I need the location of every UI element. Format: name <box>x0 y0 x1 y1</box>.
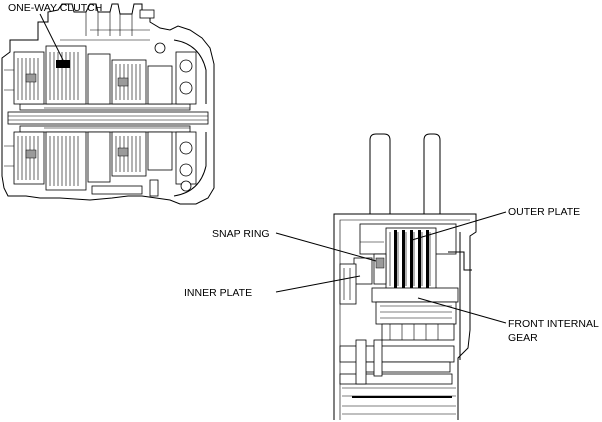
lower-clutch-packs <box>13 131 173 191</box>
front-internal-gear-label-line2: GEAR <box>508 332 538 344</box>
outer-plate-label: OUTER PLATE <box>508 206 580 218</box>
one-way-clutch-label: ONE-WAY CLUTCH <box>8 2 102 14</box>
inner-plate-leader <box>275 275 361 293</box>
front-internal-gear-leader <box>417 297 507 324</box>
snap-ring-leader <box>275 232 377 262</box>
right-housing-section <box>154 39 207 197</box>
outer-plate-leader <box>411 211 507 241</box>
clutch-detail-section <box>333 133 477 420</box>
upper-clutch-packs <box>13 45 173 105</box>
snap-ring-label: SNAP RING <box>212 228 270 240</box>
front-internal-gear-label-line1: FRONT INTERNAL <box>508 318 599 330</box>
one-way-clutch-leader <box>39 13 65 63</box>
clutch-plates <box>385 227 437 291</box>
inner-plate-label: INNER PLATE <box>184 287 252 299</box>
transmission-overview-section <box>1 3 215 205</box>
